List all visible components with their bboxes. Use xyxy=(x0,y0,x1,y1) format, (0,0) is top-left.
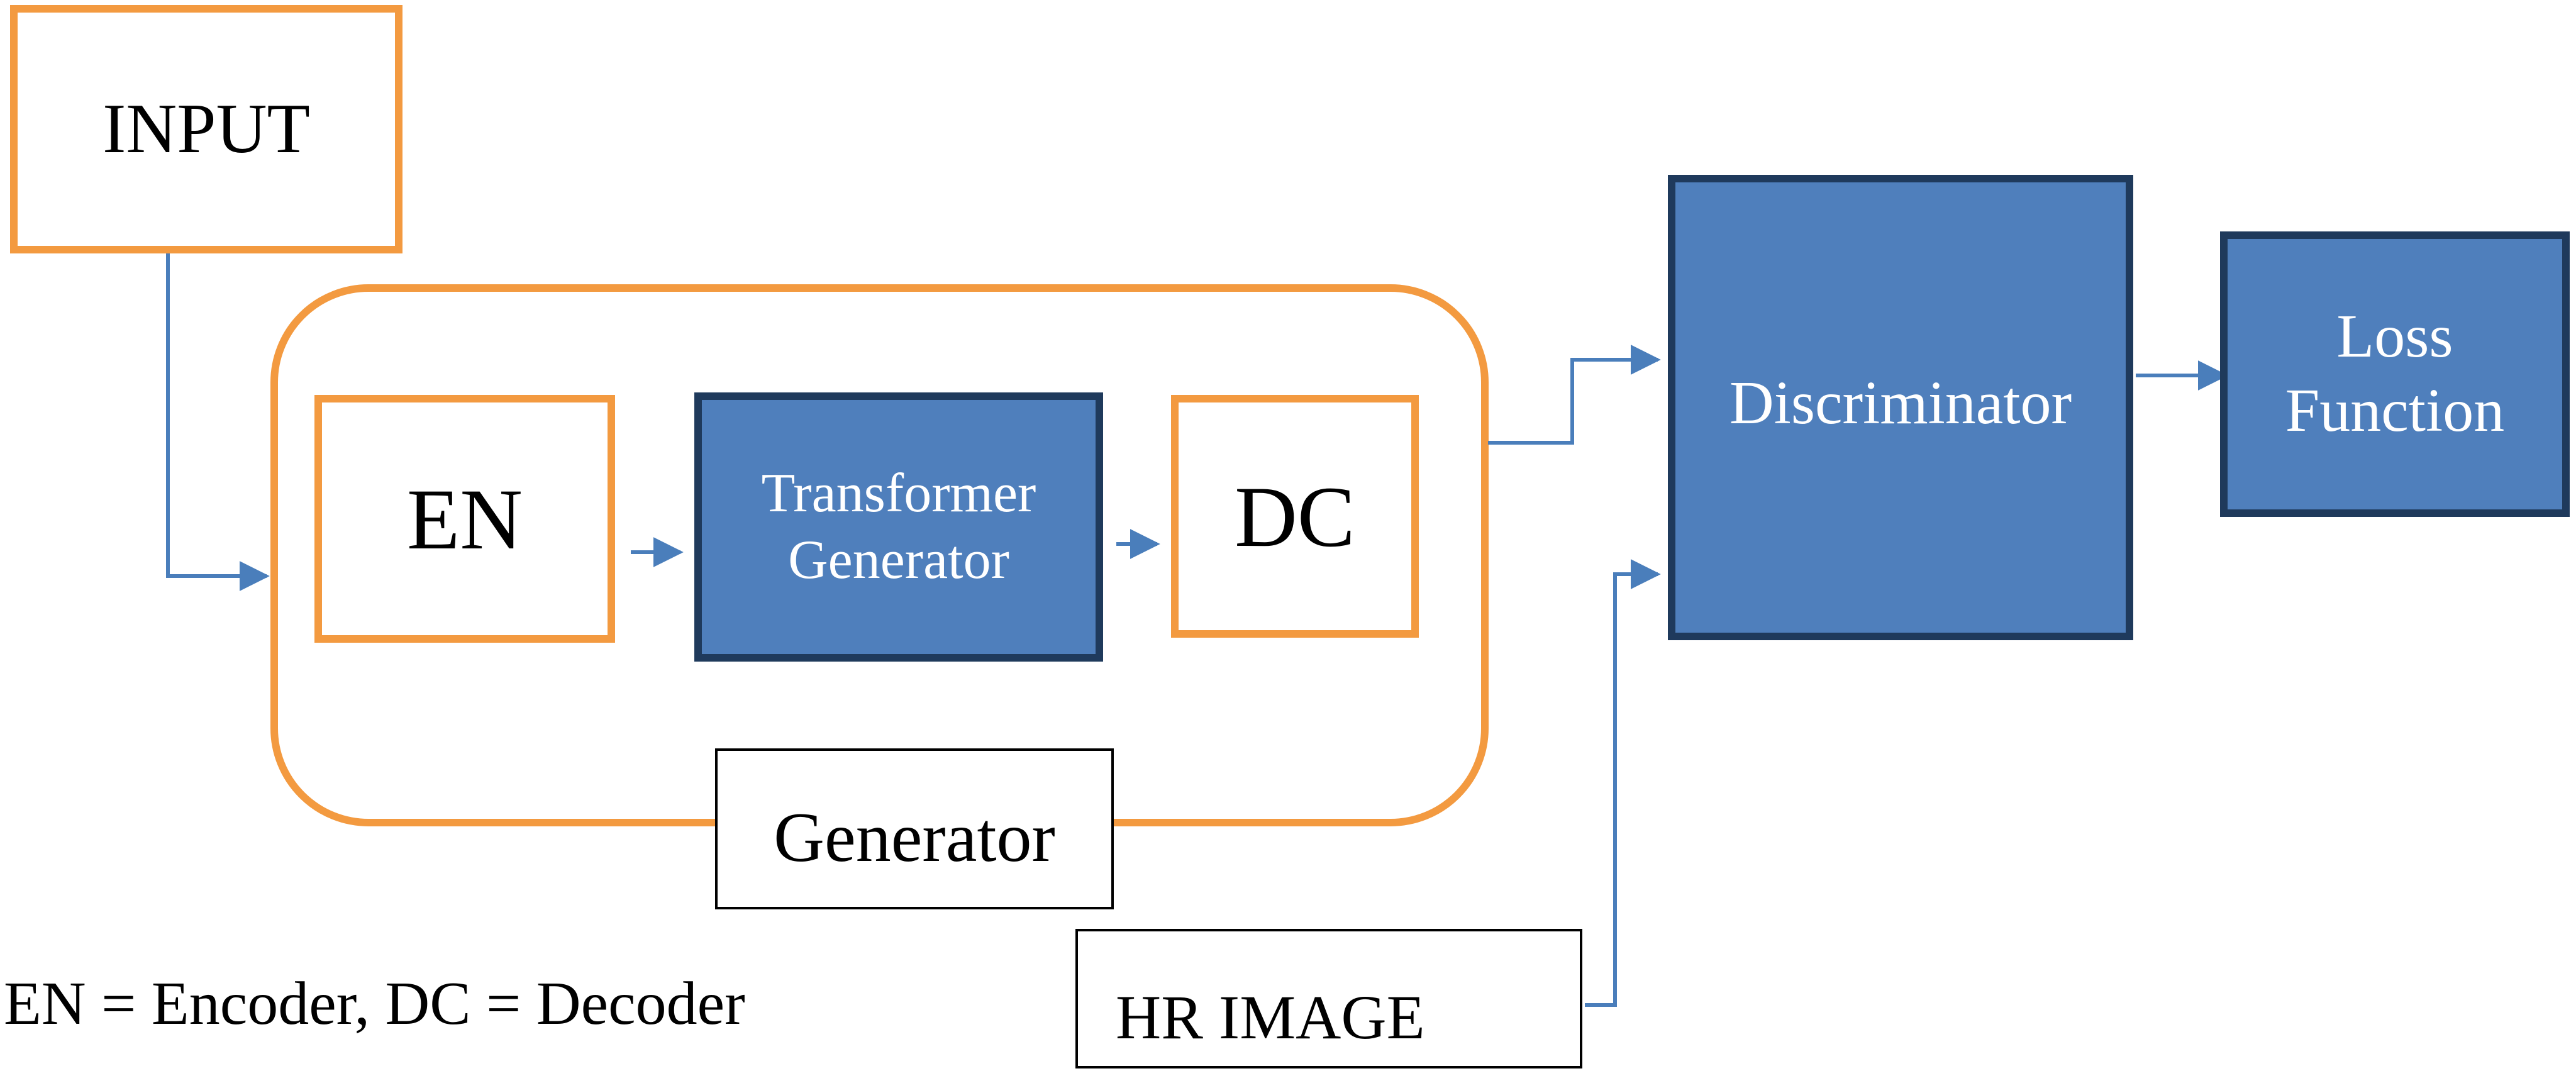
transformer-label-line2: Generator xyxy=(788,530,1009,591)
arrow-hr-image-to-discriminator xyxy=(1585,559,1661,1007)
generator-label-box: Generator xyxy=(715,748,1114,909)
decoder-node: DC xyxy=(1171,395,1419,638)
abbreviation-legend: EN = Encoder, DC = Decoder xyxy=(4,970,745,1038)
hr-image-label: HR IMAGE xyxy=(1116,982,1425,1052)
arrow-generator-to-discriminator xyxy=(1488,345,1661,445)
arrow-input-to-generator xyxy=(166,247,270,591)
loss-label-line1: Loss xyxy=(2336,302,2453,371)
input-label: INPUT xyxy=(103,90,310,168)
loss-label-line2: Function xyxy=(2285,377,2505,445)
discriminator-node: Discriminator xyxy=(1668,175,2133,640)
transformer-label-line1: Transformer xyxy=(761,463,1036,524)
encoder-label: EN xyxy=(407,470,523,567)
transformer-generator-node: Transformer Generator xyxy=(694,392,1103,662)
input-node: INPUT xyxy=(10,5,402,253)
decoder-label: DC xyxy=(1235,468,1355,565)
encoder-node: EN xyxy=(314,395,615,643)
hr-image-node: HR IMAGE xyxy=(1075,929,1582,1068)
generator-label: Generator xyxy=(774,798,1055,877)
loss-function-node: Loss Function xyxy=(2220,231,2570,517)
discriminator-label: Discriminator xyxy=(1729,369,2072,437)
